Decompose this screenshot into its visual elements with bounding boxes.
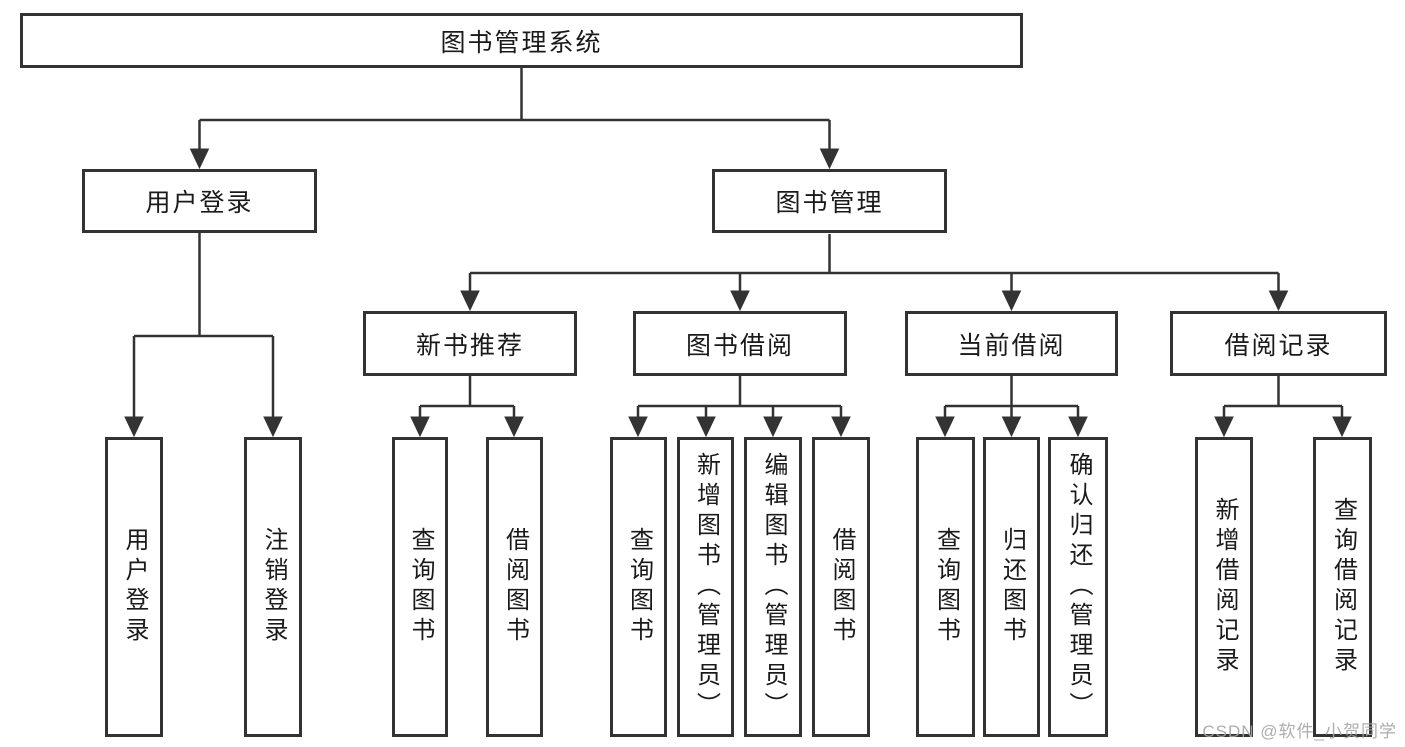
node-leaf-edit-books-admin-label: 编辑图书（管理员） (760, 452, 787, 722)
node-leaf-query-books-1: 查询图书 (392, 437, 448, 737)
node-book-borrow: 图书借阅 (633, 311, 847, 376)
node-leaf-add-books-admin-label: 新增图书（管理员） (692, 452, 720, 722)
node-book-management: 图书管理 (712, 169, 947, 233)
node-leaf-add-borrow-record: 新增借阅记录 (1195, 437, 1253, 737)
node-leaf-query-books-1-label: 查询图书 (407, 527, 434, 647)
node-leaf-edit-books-admin: 编辑图书（管理员） (744, 437, 802, 737)
node-leaf-query-borrow-record-label: 查询借阅记录 (1329, 497, 1357, 677)
node-leaf-add-borrow-record-label: 新增借阅记录 (1211, 497, 1238, 677)
node-leaf-confirm-return-admin: 确认归还（管理员） (1048, 437, 1108, 737)
node-current-borrow: 当前借阅 (905, 311, 1118, 376)
node-leaf-query-borrow-record: 查询借阅记录 (1313, 437, 1372, 737)
node-leaf-logout: 注销登录 (244, 437, 302, 737)
node-leaf-return-books-label: 归还图书 (998, 527, 1026, 647)
node-leaf-query-books-3-label: 查询图书 (932, 527, 960, 647)
node-leaf-borrow-books-2-label: 借阅图书 (828, 527, 855, 647)
node-borrow-records: 借阅记录 (1170, 311, 1387, 376)
node-new-book-recommend: 新书推荐 (363, 311, 577, 376)
watermark: CSDN @软件_小贺同学 (1202, 722, 1397, 741)
node-leaf-confirm-return-admin-label: 确认归还（管理员） (1065, 452, 1092, 722)
node-leaf-add-books-admin: 新增图书（管理员） (677, 437, 734, 737)
node-leaf-query-books-3: 查询图书 (916, 437, 975, 737)
node-leaf-logout-label: 注销登录 (260, 527, 287, 647)
node-leaf-user-login-label: 用户登录 (121, 527, 148, 647)
node-leaf-query-books-2-label: 查询图书 (625, 527, 653, 647)
node-leaf-user-login: 用户登录 (105, 437, 163, 737)
node-leaf-borrow-books-2: 借阅图书 (812, 437, 870, 737)
node-leaf-borrow-books-1: 借阅图书 (486, 437, 543, 737)
node-leaf-return-books: 归还图书 (983, 437, 1040, 737)
node-user-login: 用户登录 (82, 169, 317, 233)
node-root: 图书管理系统 (20, 13, 1023, 68)
node-leaf-borrow-books-1-label: 借阅图书 (501, 527, 529, 647)
node-leaf-query-books-2: 查询图书 (610, 437, 667, 737)
